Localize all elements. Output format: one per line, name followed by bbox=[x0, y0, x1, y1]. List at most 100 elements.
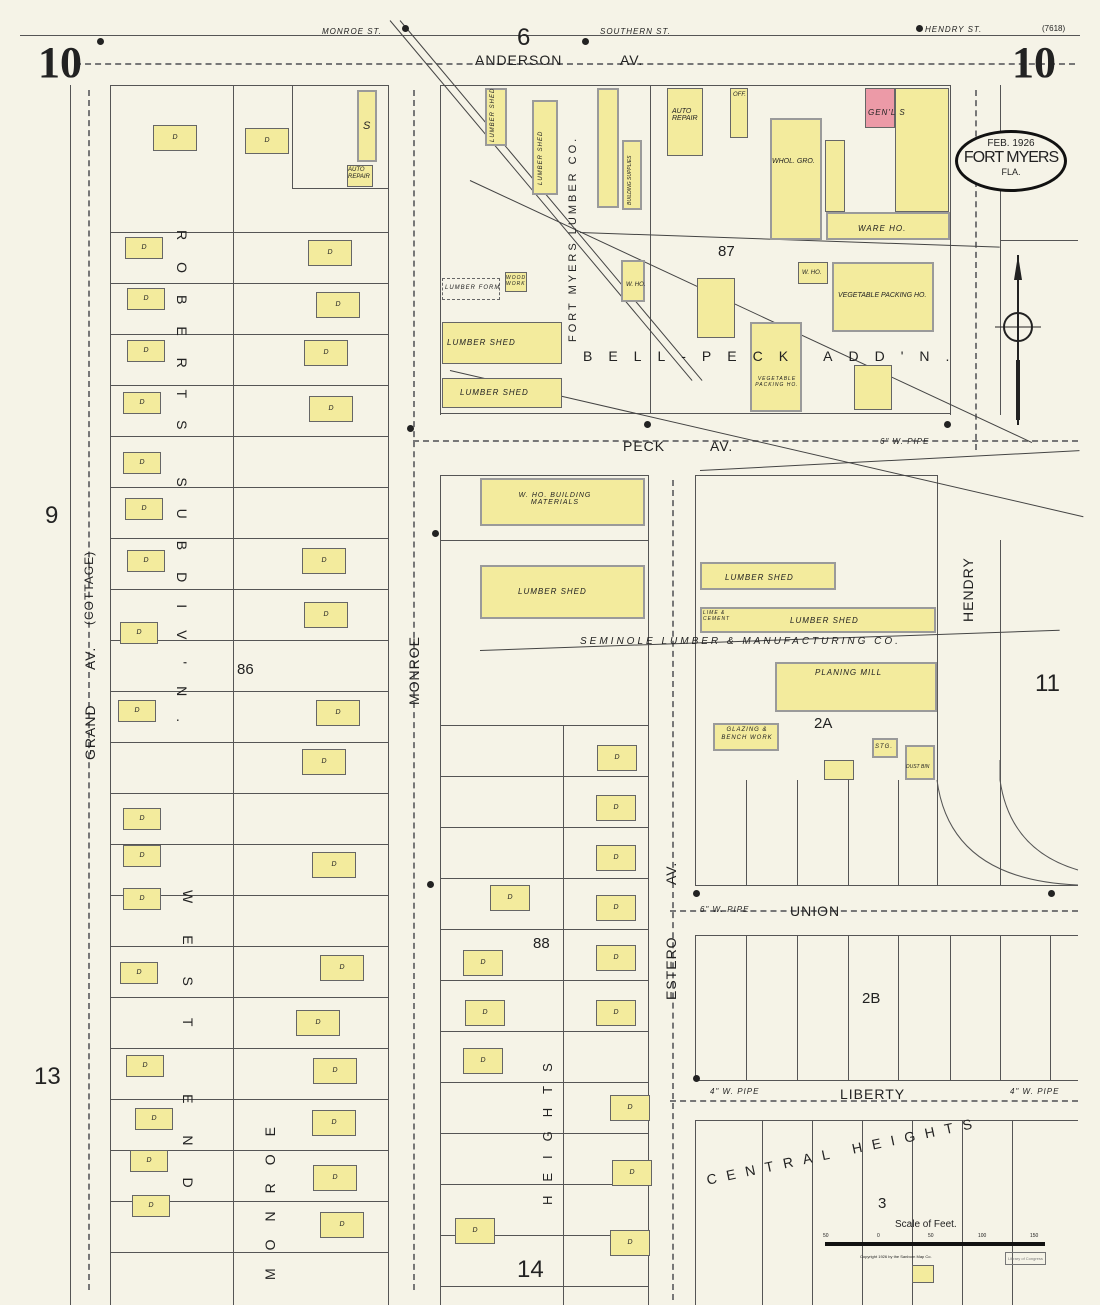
title-cartouche: FEB. 1926 FORT MYERS FLA. bbox=[955, 130, 1067, 192]
pipe-label: 6" W. PIPE bbox=[700, 905, 750, 914]
lot-line bbox=[962, 1120, 963, 1305]
liberty-pipe bbox=[670, 1100, 1078, 1102]
dwelling: D bbox=[125, 498, 163, 520]
lot-line bbox=[110, 1150, 388, 1151]
dwelling: D bbox=[120, 622, 158, 644]
union-pipe bbox=[670, 910, 1078, 912]
lumber-shed bbox=[597, 88, 619, 208]
hydrant bbox=[427, 881, 434, 888]
dwelling: D bbox=[312, 852, 356, 878]
dwelling: D bbox=[597, 745, 637, 771]
subdivision-central-heights: CENTRAL HEIGHTS bbox=[705, 1113, 984, 1188]
lot-line bbox=[110, 334, 388, 335]
label-general-store: GEN'L S bbox=[868, 108, 906, 117]
label-lumber-shed: LUMBER SHED bbox=[538, 130, 544, 185]
dwelling: D bbox=[610, 1095, 650, 1121]
label-lumber-shed: LUMBER SHED bbox=[518, 587, 587, 596]
lot-line bbox=[812, 1120, 813, 1305]
lot-line bbox=[762, 1120, 763, 1305]
lot-line bbox=[440, 1286, 648, 1287]
lot-line bbox=[110, 895, 388, 896]
street-monroe-top: MONROE ST. bbox=[322, 27, 382, 36]
estero-west-line bbox=[648, 475, 649, 1305]
lot-line bbox=[1012, 1120, 1013, 1305]
lot-line bbox=[110, 997, 388, 998]
label-lime-cement: LIME & CEMENT bbox=[703, 610, 731, 622]
lot-line bbox=[848, 935, 849, 1080]
lot-line bbox=[110, 691, 388, 692]
auto-building bbox=[825, 140, 845, 212]
street-peck-av: AV. bbox=[710, 438, 734, 454]
dwelling: D bbox=[302, 548, 346, 574]
dwelling: D bbox=[135, 1108, 173, 1130]
dwelling: D bbox=[596, 795, 636, 821]
grand-av-west-line bbox=[70, 85, 71, 1305]
library-stamp: Library of Congress bbox=[1005, 1252, 1046, 1265]
wholesale-grocery bbox=[770, 118, 822, 240]
street-peck: PECK bbox=[623, 438, 666, 454]
dwelling: D bbox=[490, 885, 530, 911]
dwelling: D bbox=[123, 845, 161, 867]
lot-divider bbox=[563, 725, 564, 1305]
copyright: Copyright 1926 by the Sanborn Map Co. bbox=[860, 1254, 932, 1259]
lot-line bbox=[110, 436, 388, 437]
label-lumber-shed: LUMBER SHED bbox=[790, 616, 859, 625]
block-edge bbox=[440, 475, 648, 476]
scale-tick: 150 bbox=[1030, 1233, 1039, 1239]
hydrant bbox=[916, 25, 923, 32]
street-hendry: HENDRY bbox=[960, 557, 976, 622]
estero-pipe bbox=[672, 480, 674, 1300]
liberty-south-line bbox=[695, 1120, 1078, 1121]
dwelling: D bbox=[127, 288, 165, 310]
dwelling: D bbox=[296, 1010, 340, 1036]
estero-east-line bbox=[695, 935, 696, 1080]
warehouse bbox=[621, 260, 645, 302]
lot-line bbox=[110, 487, 388, 488]
lot-line bbox=[746, 935, 747, 1080]
adjacent-sheet-top: 6 bbox=[517, 24, 531, 51]
block-number: 2B bbox=[862, 990, 881, 1007]
hydrant bbox=[407, 425, 414, 432]
estero-east-line bbox=[695, 1120, 696, 1305]
adjacent-sheet-right: 11 bbox=[1035, 670, 1060, 697]
dwelling: D bbox=[123, 888, 161, 910]
label-planing-mill: PLANING MILL bbox=[815, 668, 883, 677]
subdivision-roberts: ROBERTS SUBDIV'N. bbox=[174, 230, 190, 745]
lot-line bbox=[898, 935, 899, 1080]
hendry-west-line bbox=[950, 85, 951, 415]
adjacent-sheet-left-upper: 9 bbox=[45, 502, 59, 529]
lot-line bbox=[746, 780, 747, 885]
street-cottage: (COTTAGE) bbox=[82, 550, 96, 625]
dwelling: D bbox=[316, 292, 360, 318]
peck-pipe bbox=[413, 440, 1078, 442]
hydrant bbox=[402, 25, 409, 32]
north-arrow-compass-icon bbox=[995, 255, 1041, 425]
scale-label: Scale of Feet. bbox=[895, 1219, 957, 1230]
dwelling: D bbox=[455, 1218, 495, 1244]
block-edge bbox=[110, 85, 388, 86]
block-number: 88 bbox=[533, 935, 550, 952]
lot-line bbox=[848, 780, 849, 885]
block-number: 2A bbox=[814, 715, 833, 732]
dwelling: D bbox=[153, 125, 197, 151]
lot-line bbox=[110, 538, 388, 539]
label-vegetable-packing: VEGETABLE PACKING HO. bbox=[838, 292, 927, 299]
lot-line bbox=[110, 283, 388, 284]
dwelling: D bbox=[125, 237, 163, 259]
state-name: FLA. bbox=[1001, 167, 1021, 177]
hendry-west-line-lower bbox=[937, 475, 938, 885]
dwelling: D bbox=[463, 1048, 503, 1074]
lot-line bbox=[440, 1031, 648, 1032]
general-store-fireproof bbox=[865, 88, 895, 128]
dwelling: D bbox=[120, 962, 158, 984]
pipe-label: 4" W. PIPE bbox=[710, 1087, 760, 1096]
hendry-curve bbox=[936, 760, 1079, 886]
lumber-shed bbox=[700, 562, 836, 590]
auto-building bbox=[824, 760, 854, 780]
lot-divider bbox=[233, 85, 234, 1305]
street-anderson-av: AV. bbox=[620, 52, 644, 68]
block-number: 86 bbox=[237, 661, 254, 678]
scale-tick: 100 bbox=[978, 1233, 987, 1239]
warehouse bbox=[798, 262, 828, 284]
